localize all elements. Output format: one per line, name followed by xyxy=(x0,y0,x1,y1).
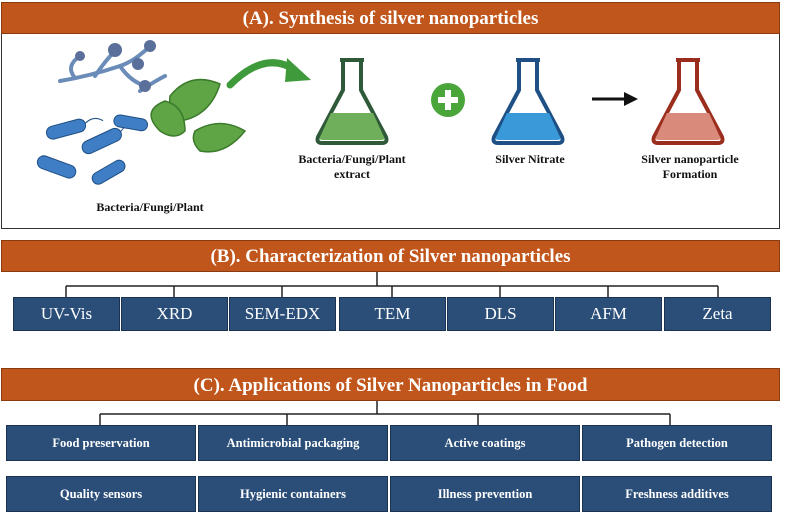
tech-tem: TEM xyxy=(339,297,446,331)
bacteria-fungi-plant-illustration xyxy=(36,40,247,185)
app-active-coatings: Active coatings xyxy=(390,425,580,461)
tech-zeta: Zeta xyxy=(664,297,771,331)
extract-label-line2: extract xyxy=(334,167,370,181)
tech-sem-edx: SEM-EDX xyxy=(229,297,336,331)
formation-label-line2: Formation xyxy=(662,167,718,181)
app-food-preservation: Food preservation xyxy=(6,425,196,461)
bacteria-icon xyxy=(36,114,149,185)
plus-icon xyxy=(431,83,465,117)
app-antimicrobial-packaging: Antimicrobial packaging xyxy=(198,425,388,461)
applications-title: (C). Applications of Silver Nanoparticle… xyxy=(1,368,780,401)
synthesis-title: (A). Synthesis of silver nanoparticles xyxy=(1,2,780,34)
extract-label-line1: Bacteria/Fungi/Plant xyxy=(298,152,406,166)
tech-afm: AFM xyxy=(555,297,662,331)
formation-flask-icon xyxy=(651,58,725,145)
nitrate-flask-icon xyxy=(491,58,565,145)
app-illness-prevention: Illness prevention xyxy=(390,476,580,512)
source-label: Bacteria/Fungi/Plant xyxy=(96,200,204,214)
extract-flask-icon xyxy=(315,58,389,145)
characterization-title: (B). Characterization of Silver nanopart… xyxy=(1,240,780,272)
tech-uv-vis: UV-Vis xyxy=(13,297,120,331)
extract-label: Bacteria/Fungi/Plant extract xyxy=(282,152,422,182)
leaf-icon xyxy=(150,78,247,153)
tech-dls: DLS xyxy=(447,297,554,331)
nitrate-label: Silver Nitrate xyxy=(495,152,565,166)
app-hygienic-containers: Hygienic containers xyxy=(198,476,388,512)
app-pathogen-detection: Pathogen detection xyxy=(582,425,772,461)
curved-arrow-icon xyxy=(226,58,311,89)
arrow-icon xyxy=(592,92,638,106)
app-freshness-additives: Freshness additives xyxy=(582,476,772,512)
formation-label-line1: Silver nanoparticle xyxy=(641,152,739,166)
synthesis-panel xyxy=(1,31,780,229)
app-quality-sensors: Quality sensors xyxy=(6,476,196,512)
formation-label: Silver nanoparticle Formation xyxy=(620,152,760,182)
tech-xrd: XRD xyxy=(121,297,228,331)
